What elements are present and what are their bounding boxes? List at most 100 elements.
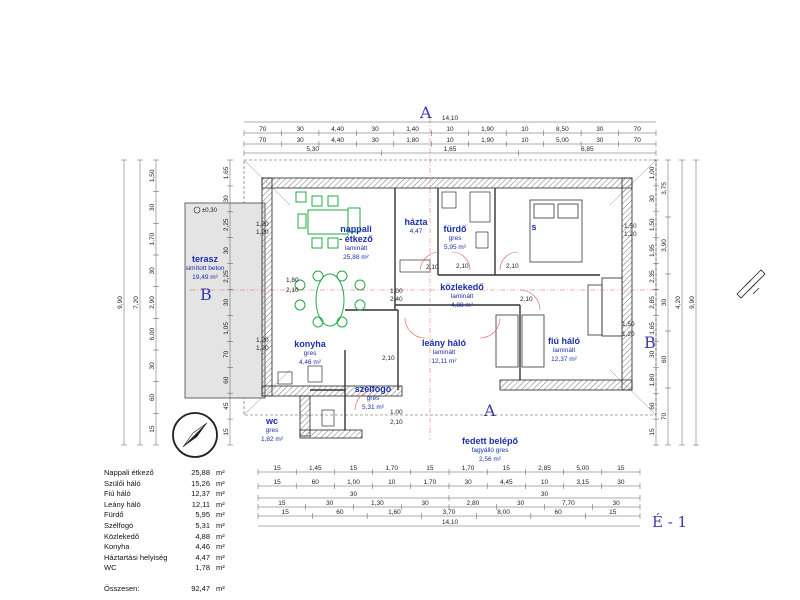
right-row-text: 3,90 (661, 239, 668, 252)
area-row-unit: m² (216, 520, 225, 530)
left-mid-text: 7,20 (133, 296, 140, 309)
area-row-value: 1,78 (195, 563, 210, 573)
room-floor-konyha: gres (304, 350, 317, 357)
top-row1-text: 30 (596, 126, 604, 133)
top-row1-text: 4,40 (331, 126, 344, 133)
top-row2-text: 30 (297, 137, 305, 144)
bottom-row2-text: 30 (617, 479, 625, 486)
top-row2-text: 70 (634, 137, 642, 144)
top-row1-text: 70 (634, 126, 642, 133)
left-outer-text: 9,90 (117, 296, 124, 309)
room-area-wc: 1,82 m² (261, 436, 284, 443)
bottom-row5-text: 1,60 (388, 509, 401, 516)
room-floor-wc: gres (266, 427, 279, 434)
room-name-nappali: nappali (340, 224, 372, 234)
bottom-row4-text: 30 (326, 500, 334, 507)
room-name-terasz: terasz (192, 254, 219, 264)
door-dim-text: 2,10 (382, 355, 395, 362)
top-row2-text: 10 (446, 137, 454, 144)
left-row-text: 30 (149, 204, 156, 212)
right-mid-text: 4,20 (675, 296, 682, 309)
bottom-row4-text: 30 (422, 500, 430, 507)
section-mark-a-top: A (419, 103, 432, 122)
door-dim-text: 1,20 (256, 229, 269, 236)
bottom-row2-text: 1,00 (347, 479, 360, 486)
top-row2-text: 70 (259, 137, 267, 144)
door-dim-text: 2,10 (390, 419, 403, 426)
doors (354, 251, 541, 411)
room-name-szuloi: s (531, 222, 536, 232)
top-row1-text: 1,90 (481, 126, 494, 133)
sheet-label: É - 1 (652, 513, 688, 531)
left-inner-text: 30 (223, 247, 230, 255)
room-floor-terasz: simított beton (185, 265, 224, 272)
area-total-row: Összesen: 92,47 m² (104, 584, 236, 595)
right-inner-text: 2,35 (649, 270, 656, 283)
door-dim-text: 1,20 (624, 231, 637, 238)
left-row-text: 1,70 (149, 232, 156, 245)
area-row-name: Szélfogó (104, 520, 134, 530)
area-row-value: 25,88 (191, 468, 210, 477)
bottom-row2-text: 10 (541, 479, 549, 486)
top-row1-text: 1,40 (406, 126, 419, 133)
door-dim-text: 2,10 (506, 263, 519, 270)
area-row-value: 15,26 (191, 478, 210, 488)
bottom-row1-text: 1,70 (462, 465, 475, 472)
left-row-text: 30 (149, 267, 156, 275)
entrance-arrow-icon (736, 269, 766, 299)
area-row: Szélfogó 5,31 m² (104, 521, 236, 532)
area-total-unit: m² (216, 583, 225, 593)
top-row2-text: 1,90 (481, 137, 494, 144)
right-row-text: 30 (661, 299, 668, 307)
door-dim-text: 1,80 (286, 277, 299, 284)
top-row1-text: 8,50 (556, 126, 569, 133)
furniture-dining (294, 191, 366, 328)
left-inner-text: 45 (223, 402, 230, 410)
left-inner-text: 2,25 (223, 218, 230, 231)
left-row-text: 60 (149, 394, 156, 402)
left-row-text: 2,90 (149, 296, 156, 309)
bottom-row4-text: 30 (517, 500, 525, 507)
room-floor-fedett: fagyálló gres (472, 447, 510, 454)
bottom-row3-text: 30 (541, 491, 549, 498)
bottom-row4-text: 15 (278, 500, 286, 507)
bottom-row4-text: 30 (613, 500, 621, 507)
door-dim-text: 1,20 (256, 337, 269, 344)
area-row-name: Közlekedő (104, 531, 140, 541)
right-inner-text: 2,85 (649, 296, 656, 309)
area-row-name: Fürdő (104, 510, 124, 520)
area-row-unit: m² (216, 542, 225, 552)
left-row-text: 1,50 (149, 169, 156, 182)
top-row2-text: 5,00 (556, 137, 569, 144)
room-area-haztartasi: 4,47 (410, 228, 423, 235)
room-name-fiu: fiú háló (548, 336, 580, 346)
room-floor-leany: laminált (433, 349, 456, 356)
right-row-text: 60 (661, 356, 668, 364)
room-floor-fiu: laminált (553, 347, 576, 354)
area-row-unit: m² (216, 478, 225, 488)
room-floor-furdo: gres (449, 235, 462, 242)
top-row2-text: 10 (521, 137, 529, 144)
area-row-value: 4,88 (195, 531, 210, 541)
area-row-value: 5,31 (195, 520, 210, 530)
bottom-row1-text: 2,85 (538, 465, 551, 472)
door-dim-text: 1,00 (390, 409, 403, 416)
bottom-row5-text: 3,70 (443, 509, 456, 516)
top-row1-text: 30 (297, 126, 305, 133)
bottom-row1-text: 15 (350, 465, 358, 472)
bottom-row5-text: 60 (555, 509, 563, 516)
room-area-furdo: 5,95 m² (444, 244, 467, 251)
left-row-text: 30 (149, 362, 156, 370)
bottom-row4-text: 1,30 (371, 500, 384, 507)
room-name-leany: leány háló (422, 338, 467, 348)
bottom-row1-text: 15 (503, 465, 511, 472)
area-row-unit: m² (216, 489, 225, 499)
section-mark-a-bottom: A (483, 401, 496, 420)
bottom-row3-text: 30 (350, 491, 358, 498)
left-inner-text: 30 (223, 195, 230, 203)
bottom-row2-text: 10 (388, 479, 396, 486)
room-floor-szelfogo: gres (367, 395, 380, 402)
